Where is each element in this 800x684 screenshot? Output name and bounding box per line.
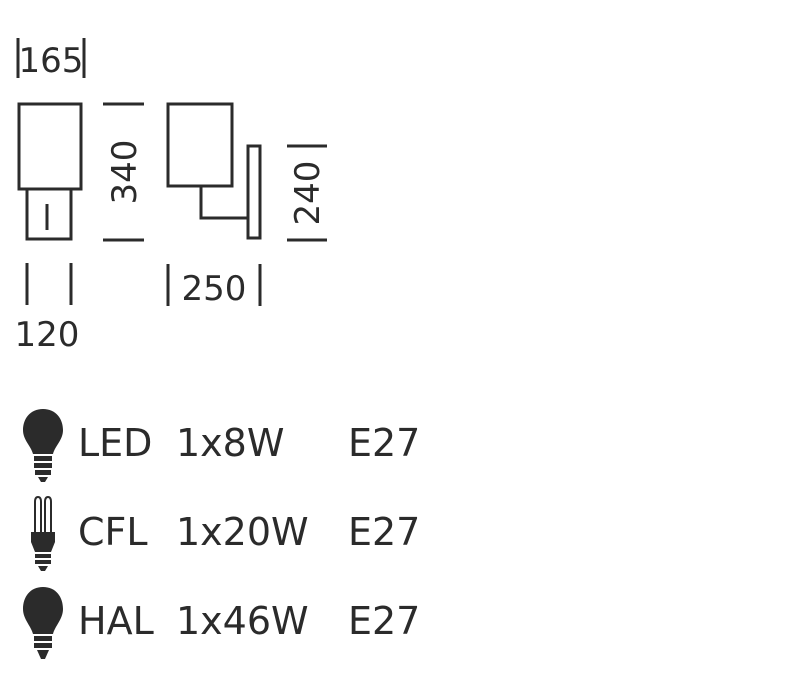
spec-base: E27 <box>348 510 421 554</box>
dimension-base-width <box>25 263 73 305</box>
led-bulb-icon <box>23 409 63 482</box>
spec-power: 1x46W <box>176 599 309 643</box>
side-view-shade <box>166 102 234 188</box>
spec-type: CFL <box>78 510 148 554</box>
spec-type: LED <box>78 421 153 465</box>
dimension-label-base-width: 120 <box>15 315 80 355</box>
front-view <box>17 102 83 241</box>
side-view-backplate <box>246 144 262 240</box>
dimension-backplate-height <box>287 144 327 242</box>
spec-row-led: LED 1x8W E27 <box>18 405 478 485</box>
spec-row-cfl: CFL 1x20W E27 <box>18 494 478 574</box>
halogen-bulb-icon <box>23 587 63 659</box>
spec-row-hal: HAL 1x46W E27 <box>18 583 478 663</box>
dimension-label-height-total: 340 <box>105 140 145 205</box>
spec-base: E27 <box>348 599 421 643</box>
side-view-arm <box>199 186 248 220</box>
dimension-height-total <box>103 102 144 242</box>
dimension-label-backplate-height: 240 <box>288 161 328 226</box>
cfl-bulb-icon <box>31 495 55 571</box>
dimension-top-width <box>16 38 86 78</box>
dimension-projection <box>166 264 262 306</box>
spec-base: E27 <box>348 421 421 465</box>
dimension-label-projection: 250 <box>182 269 247 309</box>
front-view-backplate <box>25 187 73 241</box>
front-view-shade <box>17 102 83 191</box>
dimension-label-top-width: 165 <box>19 41 84 81</box>
side-view <box>166 102 262 240</box>
spec-power: 1x20W <box>176 510 309 554</box>
spec-power: 1x8W <box>176 421 285 465</box>
spec-type: HAL <box>78 599 154 643</box>
